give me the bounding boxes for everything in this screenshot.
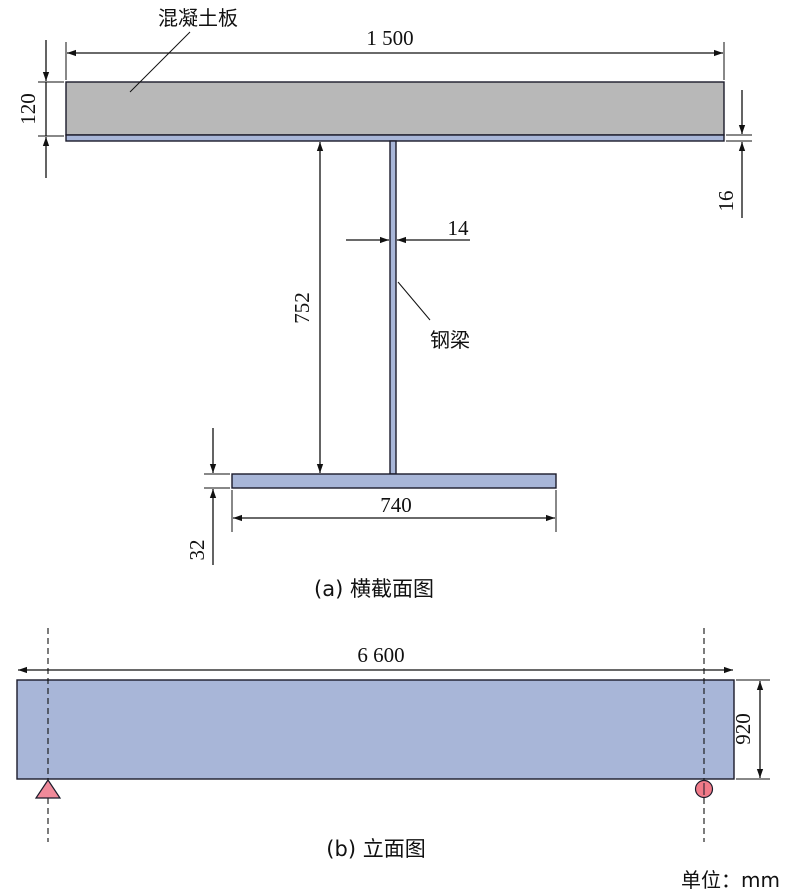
slab-width-value: 1 500 <box>366 26 413 50</box>
flange-thickness-value: 16 <box>714 191 738 212</box>
bottom-flange <box>231 473 557 489</box>
height-value: 920 <box>731 713 755 745</box>
cross-section: 混凝土板 1 500 120 16 14 752 钢梁 <box>16 6 752 601</box>
beam-label: 钢梁 <box>430 328 470 352</box>
elevation-caption: (b) 立面图 <box>326 837 425 861</box>
bf-thickness-value: 32 <box>185 540 209 561</box>
left-support-triangle-icon <box>34 778 62 799</box>
web-height-value: 752 <box>290 292 314 324</box>
web-thickness-value: 14 <box>448 216 470 240</box>
elevation-view: 6 600 920 (b) 立面图 单位：mm <box>16 628 780 892</box>
elevation-beam <box>16 679 735 780</box>
concrete-slab <box>65 81 725 136</box>
steel-web <box>389 140 397 475</box>
span-value: 6 600 <box>357 643 404 667</box>
section-caption: (a) 横截面图 <box>314 577 434 601</box>
bf-width-value: 740 <box>380 493 412 517</box>
slab-leader-line <box>129 31 191 93</box>
slab-label: 混凝土板 <box>158 6 238 30</box>
beam-leader-line <box>397 281 431 321</box>
unit-note: 单位：mm <box>681 868 780 892</box>
slab-thickness-value: 120 <box>16 93 40 125</box>
top-flange <box>65 134 725 142</box>
